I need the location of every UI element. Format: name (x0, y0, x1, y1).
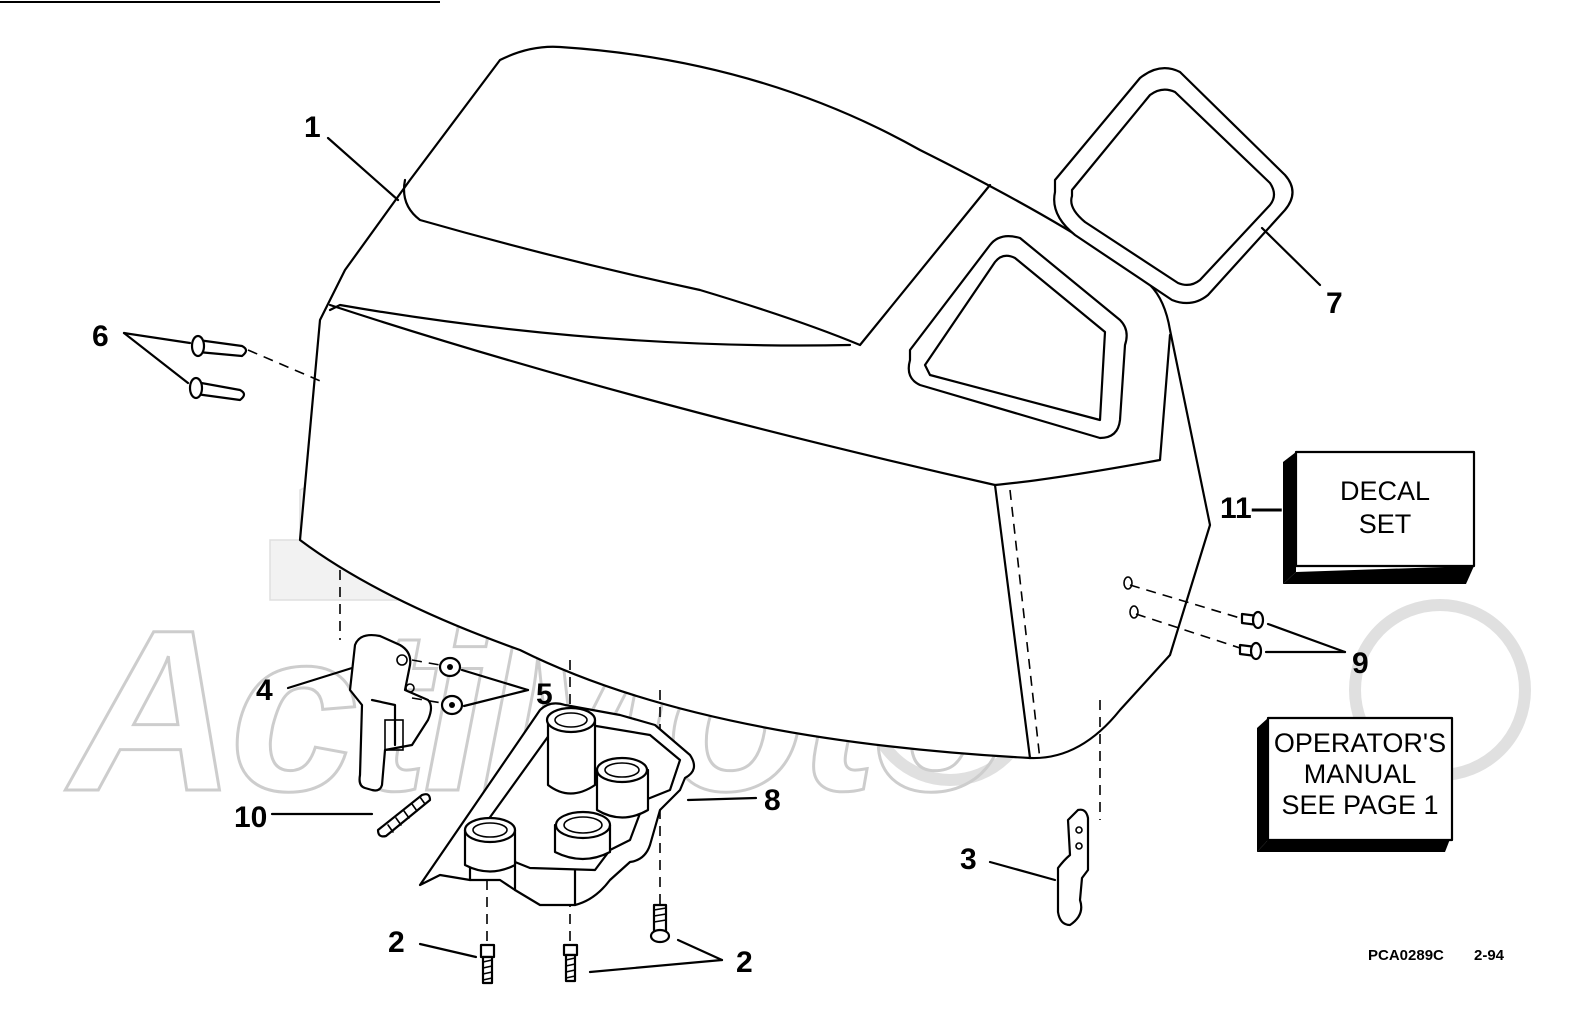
part-10-spring: 10 (234, 793, 432, 838)
callout-10: 10 (234, 801, 267, 834)
part-8-bracket: 8 (418, 702, 781, 907)
callout-8: 8 (764, 784, 781, 817)
drawing-code-id: PCA0289C (1368, 947, 1444, 964)
drawing-code-date: 2-94 (1474, 947, 1505, 964)
callout-2a: 2 (388, 926, 405, 959)
callout-5: 5 (536, 678, 553, 711)
manual-box-line2: MANUAL (1304, 759, 1417, 789)
part-2-screws: 2 2 (388, 903, 753, 985)
part-11-decal-set: DECAL SET 11— (1220, 450, 1476, 584)
callout-9: 9 (1352, 647, 1369, 680)
part-3-hook: 3 (960, 808, 1090, 927)
callout-3: 3 (960, 843, 977, 876)
callout-7: 7 (1326, 287, 1343, 320)
manual-box-line3: SEE PAGE 1 (1281, 790, 1438, 820)
callout-6: 6 (92, 320, 109, 353)
callout-1: 1 (304, 111, 321, 144)
part-6-pins: 6 (92, 320, 326, 402)
decal-box-line1: DECAL (1340, 476, 1430, 506)
part-7-vent-grille: 7 (1053, 67, 1343, 320)
part-5-washers: 5 (411, 656, 553, 716)
part-1-engine-cover: 1 (298, 45, 1241, 761)
part-9-pins: 9 (1238, 610, 1369, 680)
manual-box-line1: OPERATOR'S (1274, 728, 1446, 758)
part-4-latch: 4 (256, 633, 433, 792)
callout-2b: 2 (736, 946, 753, 979)
callout-4: 4 (256, 674, 273, 707)
operators-manual-box: OPERATOR'S MANUAL SEE PAGE 1 (1257, 716, 1454, 852)
drawing-code: PCA0289C 2-94 (1368, 947, 1505, 964)
callout-11: 11— (1220, 492, 1282, 525)
decal-box-line2: SET (1359, 509, 1412, 539)
